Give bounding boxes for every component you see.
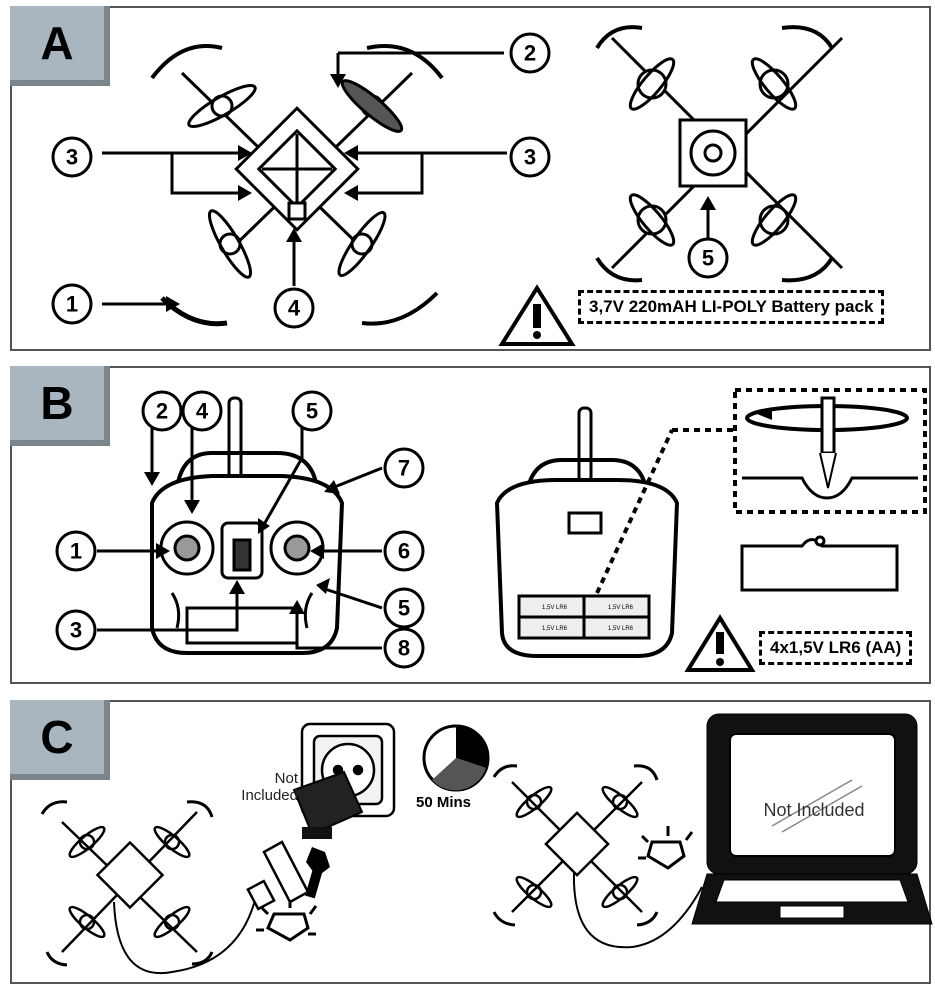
battery-cover	[742, 537, 897, 590]
callout-b-3: 3	[70, 618, 82, 643]
callout-b-6: 6	[398, 539, 410, 564]
transmitter-front	[152, 398, 342, 653]
cell-label-2: 1,5V LR6	[608, 605, 634, 611]
charger-not-included-note: Not Included	[222, 770, 298, 804]
warning-triangle-b-icon	[688, 618, 752, 670]
drone-charging-usb-adapter	[42, 802, 257, 973]
timer-icon	[424, 726, 488, 790]
insert-arrow-icon	[306, 847, 330, 897]
transmitter-back	[497, 408, 677, 656]
callout-b-7: 7	[398, 456, 410, 481]
screw-detail-inset	[735, 390, 925, 512]
aa-battery-label: 4x1,5V LR6 (AA)	[759, 631, 912, 665]
light-indicator-2-icon	[638, 826, 692, 868]
callout-b-2: 2	[156, 399, 168, 424]
callout-a-3-right: 3	[524, 145, 536, 170]
callout-b-5-bottom: 5	[398, 596, 410, 621]
callout-a-2: 2	[524, 41, 536, 66]
warning-triangle-icon	[502, 288, 572, 344]
callout-a-4: 4	[288, 296, 301, 321]
callout-a-5: 5	[702, 246, 714, 271]
callout-b-4: 4	[196, 399, 209, 424]
battery-pack-label: 3,7V 220mAH LI-POLY Battery pack	[578, 290, 884, 324]
cell-label-4: 1,5V LR6	[608, 626, 634, 632]
callout-a-1: 1	[66, 292, 78, 317]
panel-c: C	[10, 700, 931, 984]
charge-time-label: 50 Mins	[416, 794, 471, 811]
drone-top-view	[152, 46, 442, 324]
panel-a: A	[10, 6, 931, 351]
panel-c-illustration	[12, 702, 933, 986]
cell-label-3: 1,5V LR6	[542, 626, 568, 632]
callout-b-1: 1	[70, 539, 82, 564]
callout-b-5-top: 5	[306, 399, 318, 424]
laptop-not-included-note: Not Included	[739, 800, 889, 821]
cell-label-1: 1,5V LR6	[542, 605, 568, 611]
panel-b: B	[10, 366, 931, 684]
callout-b-8: 8	[398, 636, 410, 661]
callout-a-3-left: 3	[66, 145, 78, 170]
usb-cable-plug	[248, 842, 308, 909]
